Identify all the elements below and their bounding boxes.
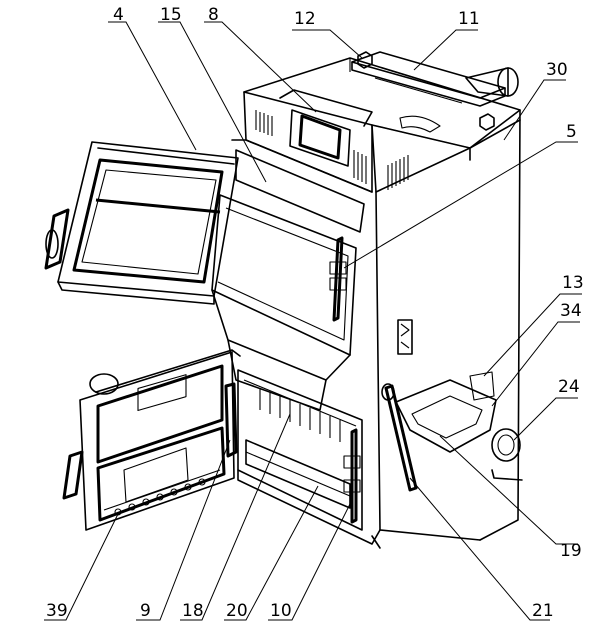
callout-11: 11 (458, 9, 480, 29)
callout-24: 24 (558, 377, 580, 397)
side-tray-assembly (381, 371, 497, 492)
callout-12: 12 (294, 9, 316, 29)
callout-9: 9 (140, 601, 151, 621)
callout-30: 30 (546, 60, 568, 80)
callout-4: 4 (113, 5, 124, 25)
callout-15: 15 (160, 5, 182, 25)
callout-18: 18 (182, 601, 204, 621)
callout-13: 13 (562, 273, 584, 293)
callout-34: 34 (560, 301, 582, 321)
callout-20: 20 (226, 601, 248, 621)
leader-lines (44, 21, 582, 621)
pipe-connectors (357, 51, 495, 131)
callout-19: 19 (560, 541, 582, 561)
boiler-body (211, 51, 523, 549)
lower-door (62, 349, 241, 531)
callout-21: 21 (532, 601, 554, 621)
callout-39: 39 (46, 601, 68, 621)
callout-8: 8 (208, 5, 219, 25)
upper-door (44, 141, 239, 305)
callout-5: 5 (566, 122, 577, 142)
callout-10: 10 (270, 601, 292, 621)
callout-numbers: 4 15 8 12 11 30 5 13 34 24 19 21 39 9 18… (46, 5, 584, 621)
